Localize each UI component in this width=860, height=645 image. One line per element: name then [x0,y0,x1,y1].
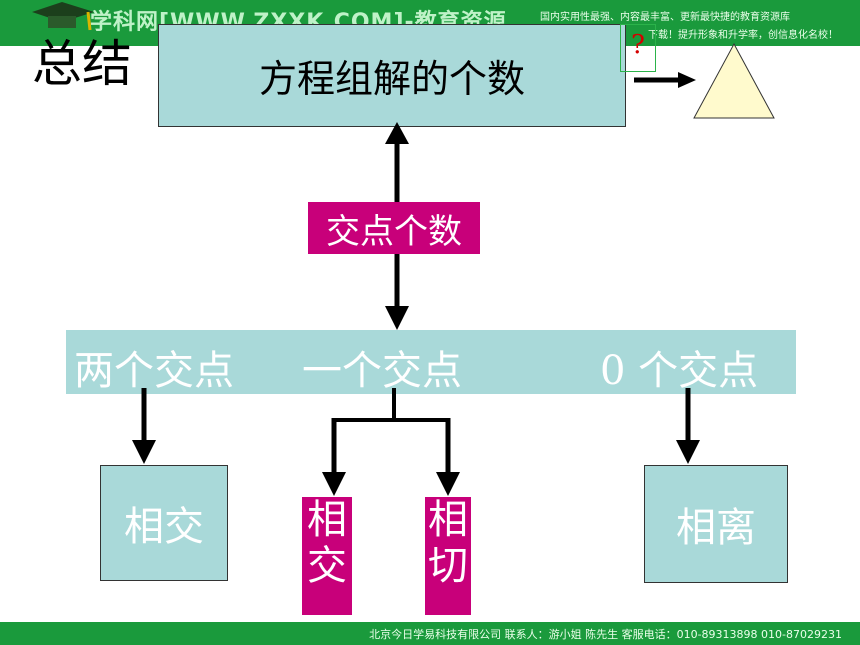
question-mark: ? [620,24,656,72]
vertical-arrows [385,122,409,330]
case-one-intersection: 一个交点 [302,348,462,394]
arrow-split-middle [322,388,460,496]
case-zero-intersections: 0 个交点 [600,348,759,394]
result-separate-box: 相离 [644,465,788,583]
banner-note-1: 国内实用性最强、内容最丰富、更新最快捷的教育资源库 [540,12,790,23]
result-intersect-vertical: 相交 [302,497,352,615]
main-box: 方程组解的个数 [158,24,626,127]
footer-contact: 北京今日学易科技有限公司 联系人：游小姐 陈先生 客服电话：010-893138… [369,628,842,641]
arrow-down-left [132,388,156,464]
intersection-count-label: 交点个数 [308,202,480,254]
slide-heading: 总结 [32,35,132,93]
cases-bar [66,330,796,394]
footer-bar [0,622,860,645]
graduation-cap-icon [32,2,94,31]
result-tangent-vertical: 相切 [425,497,471,615]
case-two-intersections: 两个交点 [74,348,234,394]
arrow-right-icon [634,72,696,88]
result-intersect-box: 相交 [100,465,228,581]
banner-note-2: 下载！提升形象和升学率，创信息化名校！ [648,30,838,41]
arrow-down-right [676,388,700,464]
triangle-shape [693,42,775,119]
